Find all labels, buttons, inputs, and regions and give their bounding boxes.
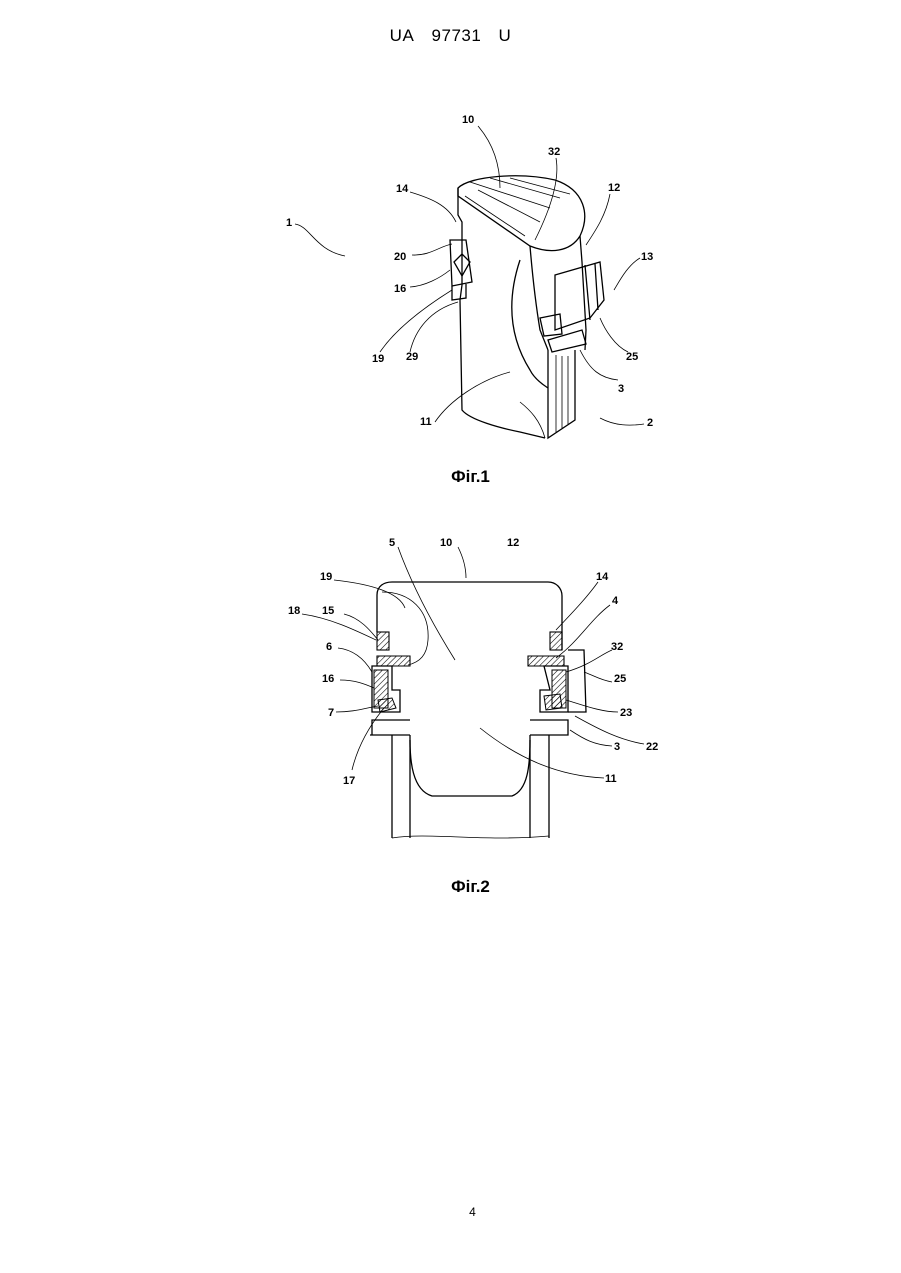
fig1-label: 19 [372,353,384,365]
figure-1-caption: Фіг.1 [0,467,901,487]
fig2-label: 11 [605,773,617,785]
fig1-label: 25 [626,351,638,363]
fig2-label: 23 [620,707,632,719]
fig2-label: 18 [288,605,300,617]
fig2-label: 22 [646,741,658,753]
fig1-label: 16 [394,283,406,295]
fig2-label: 3 [614,741,620,753]
fig2-label: 7 [328,707,334,719]
fig2-label: 17 [343,775,355,787]
fig2-label: 16 [322,673,334,685]
fig2-label: 19 [320,571,332,583]
fig1-label: 1 [286,217,292,229]
fig1-leaders [295,126,644,425]
fig2-label: 25 [614,673,626,685]
fig1-label: 14 [396,183,409,195]
fig2-label: 6 [326,641,332,653]
fig1-label: 29 [406,351,418,363]
fig2-label: 15 [322,605,334,617]
fig2-label: 12 [507,537,519,549]
fig1-label: 12 [608,182,620,194]
fig1-label: 13 [641,251,653,263]
page-number: 4 [0,1205,901,1219]
figure-2-caption: Фіг.2 [0,877,901,897]
fig1-label: 3 [618,383,624,395]
fig2-label: 32 [611,641,623,653]
fig1-label: 10 [462,114,474,126]
fig2-label: 14 [596,571,609,583]
fig1-label: 11 [420,416,432,428]
fig2-label: 10 [440,537,452,549]
fig1-label: 20 [394,251,406,263]
fig1-label: 2 [647,417,653,429]
fig1-label: 32 [548,146,560,158]
fig2-body [370,582,586,838]
fig2-label: 4 [612,595,619,607]
fig1-labels: 10 32 14 12 1 20 13 16 19 29 25 3 11 2 [286,114,653,429]
fig2-label: 5 [389,537,395,549]
fig2-labels: 5 10 12 19 14 18 15 4 6 32 16 25 7 23 22… [288,537,658,787]
fig1-body [450,176,604,438]
